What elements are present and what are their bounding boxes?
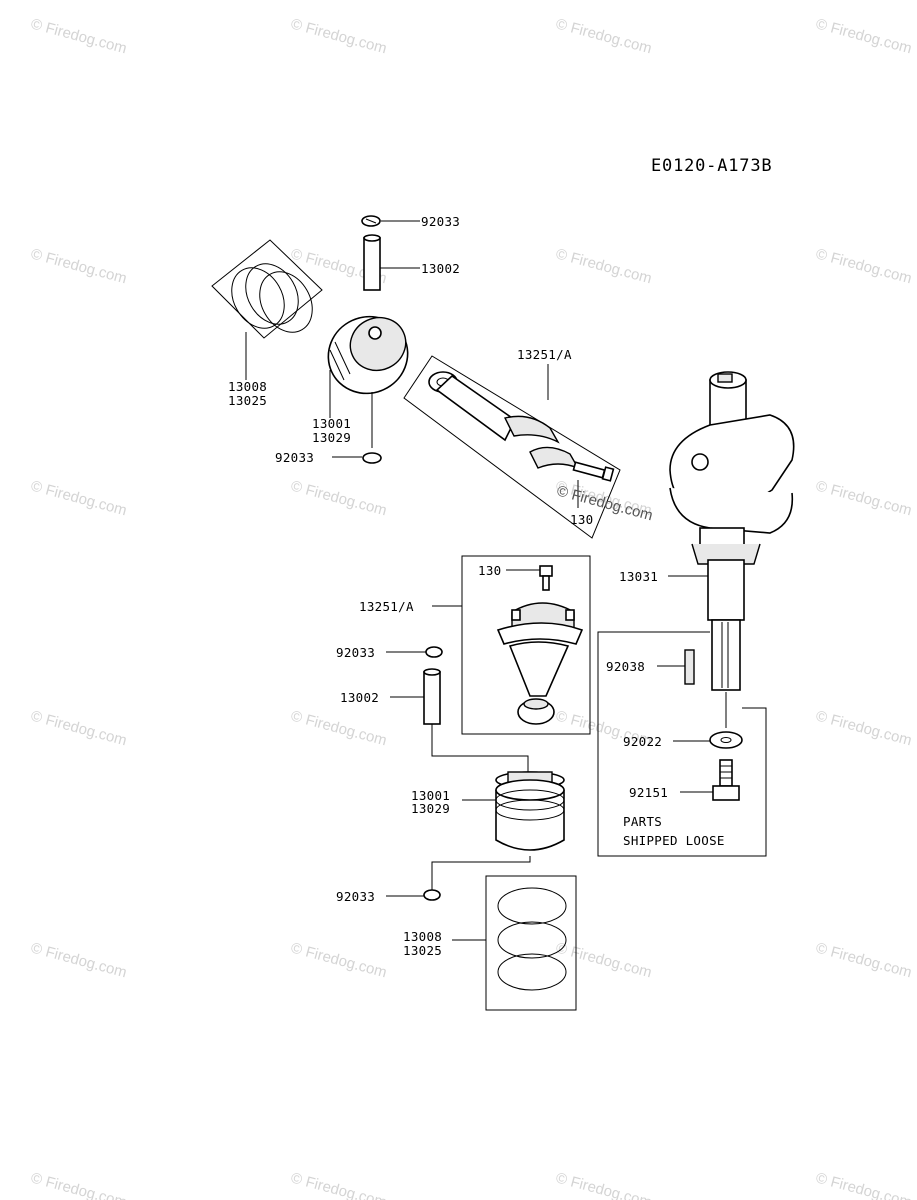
part-label-13251a: 13251/A: [517, 347, 572, 362]
part-label-13025: 13025: [403, 943, 442, 958]
washer: [709, 731, 743, 749]
lower-bolt: [539, 565, 553, 591]
lower-piston-rings: [497, 887, 567, 991]
leader-line: [431, 724, 529, 774]
loose-note-line-2: SHIPPED LOOSE: [623, 833, 725, 848]
part-label-130: 130: [570, 512, 593, 527]
leader-line: [431, 856, 531, 890]
upper-top-circlip: [361, 215, 381, 227]
upper-bottom-circlip: [362, 452, 382, 464]
upper-connecting-rod: [428, 371, 615, 482]
part-label-92022: 92022: [623, 734, 662, 749]
part-label-13002: 13002: [340, 690, 379, 705]
watermark-text: © Firedog.com: [289, 939, 389, 981]
key: [684, 649, 695, 685]
part-label-92033: 92033: [421, 214, 460, 229]
watermark-text: © Firedog.com: [554, 245, 654, 287]
lower-piston: [495, 771, 565, 851]
watermark-text: © Firedog.com: [289, 477, 389, 519]
part-label-13001: 13001: [411, 788, 450, 803]
upper-piston-pin: [363, 234, 381, 291]
watermark-layer: © Firedog.com © Firedog.com © Firedog.com ©…: [29, 15, 914, 1200]
loose-parts-bracket: [597, 631, 767, 857]
part-label-13002: 13002: [421, 261, 460, 276]
watermark-text: © Firedog.com: [554, 15, 654, 57]
part-label-92033: 92033: [336, 889, 375, 904]
watermark-text: © Firedog.com: [29, 477, 129, 519]
lower-top-circlip: [425, 646, 443, 658]
watermark-text: © Firedog.com: [814, 1169, 914, 1200]
part-label-92033: 92033: [275, 450, 314, 465]
lower-conrod-bracket: [461, 555, 591, 735]
part-label-13008: 13008: [228, 379, 267, 394]
lower-piston-pin: [423, 668, 441, 725]
watermark-text: © Firedog.com: [814, 477, 914, 519]
watermark-text: © Firedog.com: [29, 1169, 129, 1200]
watermark-text: © Firedog.com: [29, 939, 129, 981]
crank-bolt: [712, 759, 740, 801]
part-label-13029: 13029: [411, 801, 450, 816]
part-label-92038: 92038: [606, 659, 645, 674]
watermark-text: © Firedog.com: [29, 707, 129, 749]
lower-connecting-rod: [496, 602, 584, 725]
part-label-92033: 92033: [336, 645, 375, 660]
watermark-text: © Firedog.com: [554, 1169, 654, 1200]
part-label-13251a: 13251/A: [359, 599, 414, 614]
part-label-13001: 13001: [312, 416, 351, 431]
watermark-text: © Firedog.com: [29, 15, 129, 57]
watermark-text: © Firedog.com: [554, 939, 654, 981]
part-label-13031: 13031: [619, 569, 658, 584]
upper-piston: [327, 315, 409, 395]
diagram-code: E0120-A173B: [651, 156, 772, 176]
upper-conrod-bracket: [403, 355, 621, 539]
watermark-text: © Firedog.com: [289, 15, 389, 57]
watermark-text: © Firedog.com: [289, 1169, 389, 1200]
part-label-13029: 13029: [312, 430, 351, 445]
crankshaft: [669, 371, 795, 691]
watermark-text: © Firedog.com: [814, 15, 914, 57]
part-label-13008: 13008: [403, 929, 442, 944]
watermark-text: © Firedog.com: [289, 707, 389, 749]
upper-piston-rings: [231, 263, 313, 333]
watermark-text: © Firedog.com: [29, 245, 129, 287]
watermark-text: © Firedog.com: [814, 245, 914, 287]
part-label-130: 130: [478, 563, 501, 578]
part-label-92151: 92151: [629, 785, 668, 800]
part-label-13025: 13025: [228, 393, 267, 408]
lower-bottom-circlip: [423, 889, 441, 901]
loose-note-line-1: PARTS: [623, 814, 662, 829]
lower-rings-bracket: [485, 875, 577, 1011]
watermark-text: © Firedog.com: [814, 707, 914, 749]
watermark-text: © Firedog.com: [814, 939, 914, 981]
